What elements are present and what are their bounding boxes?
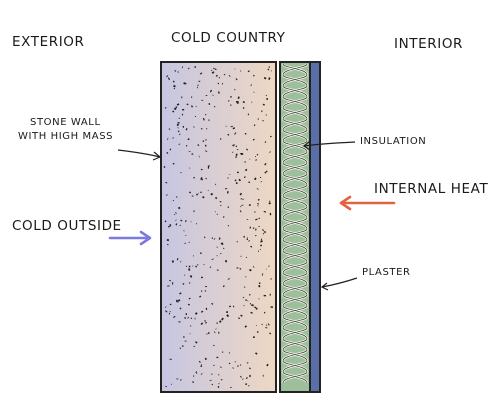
insulation-label: INSULATION [360,136,427,147]
insulation-leader [303,141,356,147]
stone-wall [160,61,277,393]
insulation-coils [281,62,309,384]
arrow-right-icon [108,230,152,246]
arrow-left-icon [339,195,396,211]
plaster-leader-head [320,282,329,291]
plaster-layer [309,61,321,393]
stone-speckles [163,66,273,388]
exterior-label: EXTERIOR [12,34,85,50]
stone-wall-leader-head [152,151,162,161]
page-title: COLD COUNTRY [171,30,286,46]
insulation-leader-head [302,140,311,151]
internal-heat-label: INTERNAL HEAT [374,181,489,197]
insulation-layer [279,61,311,393]
stone-wall-label-line1: STONE WALL [30,117,101,128]
plaster-label: PLASTER [362,267,411,278]
stone-wall-leader [117,149,161,158]
plaster-leader [321,277,358,288]
cold-outside-label: COLD OUTSIDE [12,218,122,234]
interior-label: INTERIOR [394,36,464,52]
stone-wall-label-line2: WITH HIGH MASS [18,131,114,142]
stone-wall-label: STONE WALL [30,116,101,130]
